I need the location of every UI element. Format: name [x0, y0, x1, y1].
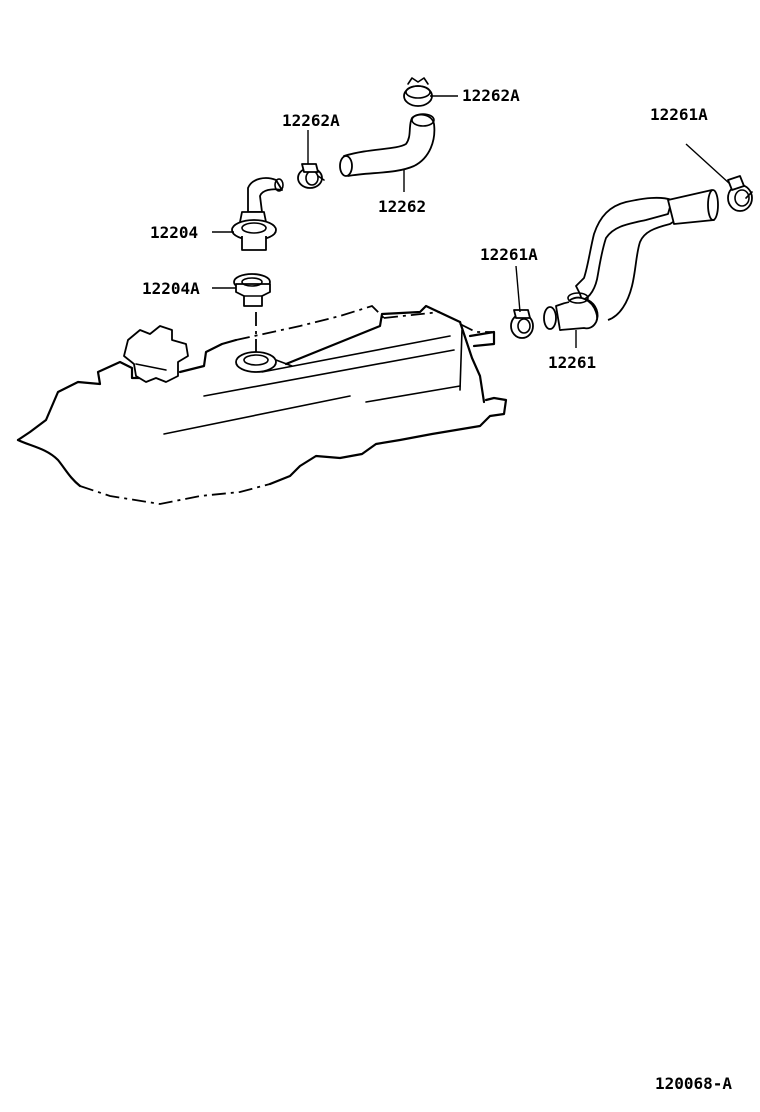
callout-12261A-right: 12261A: [650, 105, 708, 124]
callout-12262: 12262: [378, 197, 426, 216]
leader-lines: [212, 95, 731, 348]
callout-12261A-mid: 12261A: [480, 245, 538, 264]
clamp-12261A-right: [727, 175, 753, 212]
clamp-12261A-mid: [510, 309, 534, 339]
hose-12261: [543, 189, 719, 331]
clamp-12262A-left: [297, 163, 325, 189]
callout-12204: 12204: [150, 223, 198, 242]
callout-12262A-top: 12262A: [462, 86, 520, 105]
hose-12262: [339, 113, 436, 177]
callout-12262A-left: 12262A: [282, 111, 340, 130]
cylinder-head-cover: [16, 304, 508, 505]
drawing-number: 120068-A: [655, 1074, 732, 1093]
pcv-valve-part: [231, 177, 284, 251]
clamp-12262A-top: [403, 77, 433, 107]
oil-filler-cap: [123, 325, 189, 383]
callout-12204A: 12204A: [142, 279, 200, 298]
callout-12261: 12261: [548, 353, 596, 372]
grommet-part: [233, 273, 271, 307]
